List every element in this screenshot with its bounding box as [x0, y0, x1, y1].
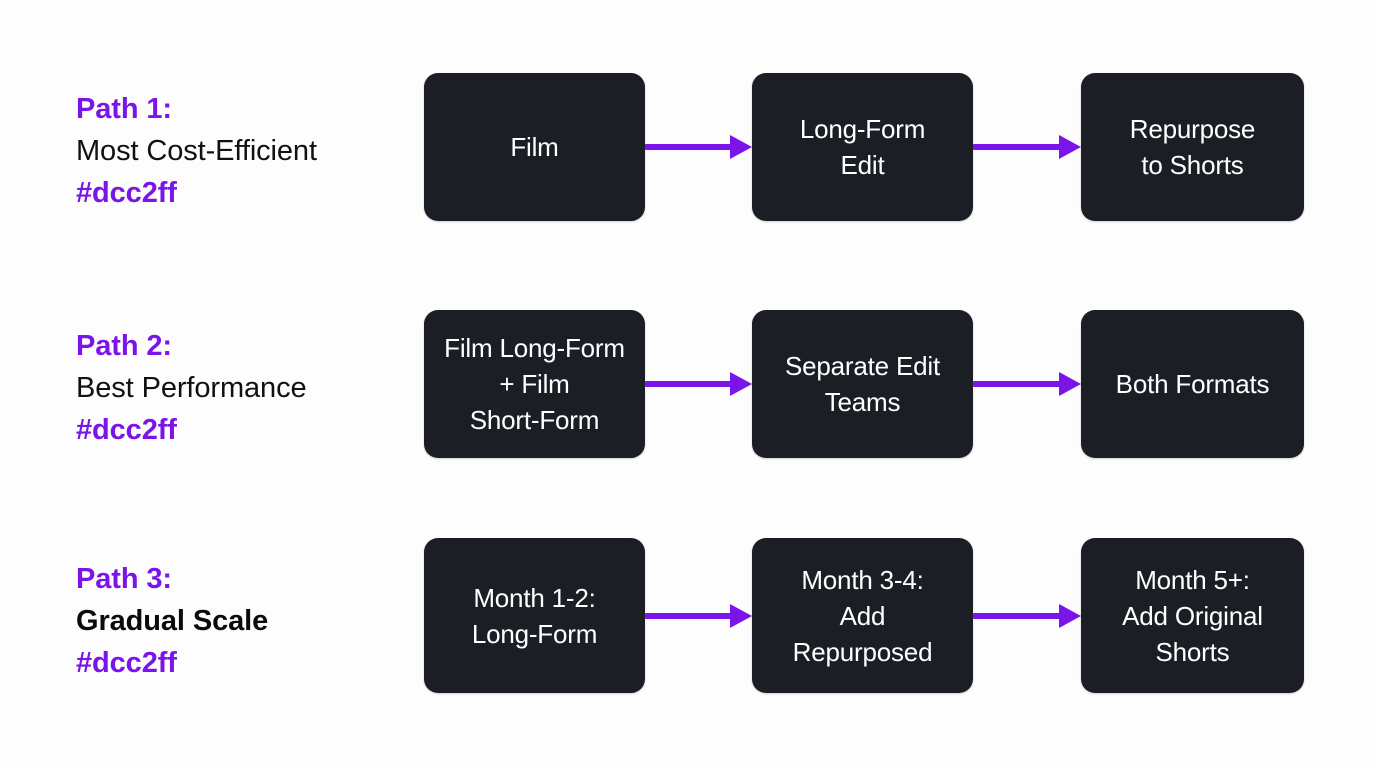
- arrow-head-icon: [730, 135, 752, 159]
- arrow-head-icon: [730, 372, 752, 396]
- flow-node-1-3[interactable]: Repurpose to Shorts: [1081, 73, 1304, 221]
- path-flow-2: Film Long-Form + Film Short-Form Separat…: [424, 310, 1304, 458]
- path-label-2-hex: #dcc2ff: [76, 414, 177, 446]
- flow-node-3-1[interactable]: Month 1-2: Long-Form: [424, 538, 645, 693]
- arrow-head-icon: [1059, 603, 1081, 628]
- path-label-2-title: Path 2:: [76, 330, 172, 362]
- path-flow-1: Film Long-Form Edit Repurpose to Shorts: [424, 73, 1304, 221]
- path-label-2-description: Best Performance: [76, 372, 307, 404]
- path-label-2: Path 2: Best Performance #dcc2ff: [76, 325, 406, 451]
- arrow-head-icon: [1059, 372, 1081, 396]
- arrow-shaft-icon: [645, 144, 731, 150]
- arrow-shaft-icon: [645, 612, 731, 619]
- path-label-3-hex: #dcc2ff: [76, 647, 177, 679]
- flow-node-1-1[interactable]: Film: [424, 73, 645, 221]
- flow-node-2-2[interactable]: Separate Edit Teams: [752, 310, 973, 458]
- flow-arrow-1-2: [973, 135, 1081, 159]
- arrow-head-icon: [1059, 135, 1081, 159]
- flow-node-3-3[interactable]: Month 5+: Add Original Shorts: [1081, 538, 1304, 693]
- path-label-3-description: Gradual Scale: [76, 605, 269, 637]
- arrow-shaft-icon: [645, 381, 731, 387]
- flow-arrow-3-1: [645, 603, 752, 628]
- path-label-1: Path 1: Most Cost-Efficient #dcc2ff: [76, 88, 406, 214]
- path-label-3: Path 3: Gradual Scale #dcc2ff: [76, 558, 406, 684]
- flow-node-2-3[interactable]: Both Formats: [1081, 310, 1304, 458]
- path-flow-3: Month 1-2: Long-Form Month 3-4: Add Repu…: [424, 538, 1304, 693]
- path-label-3-title: Path 3:: [76, 563, 172, 595]
- path-label-1-description: Most Cost-Efficient: [76, 135, 317, 167]
- flow-arrow-2-2: [973, 372, 1081, 396]
- flow-arrow-2-1: [645, 372, 752, 396]
- flow-arrow-3-2: [973, 603, 1081, 628]
- path-label-1-hex: #dcc2ff: [76, 177, 177, 209]
- arrow-shaft-icon: [973, 381, 1060, 387]
- arrow-shaft-icon: [973, 612, 1060, 619]
- flow-node-1-2[interactable]: Long-Form Edit: [752, 73, 973, 221]
- arrow-shaft-icon: [973, 144, 1060, 150]
- flow-node-2-1[interactable]: Film Long-Form + Film Short-Form: [424, 310, 645, 458]
- arrow-head-icon: [730, 603, 752, 628]
- path-label-1-title: Path 1:: [76, 93, 172, 125]
- flow-node-3-2[interactable]: Month 3-4: Add Repurposed: [752, 538, 973, 693]
- flow-arrow-1-1: [645, 135, 752, 159]
